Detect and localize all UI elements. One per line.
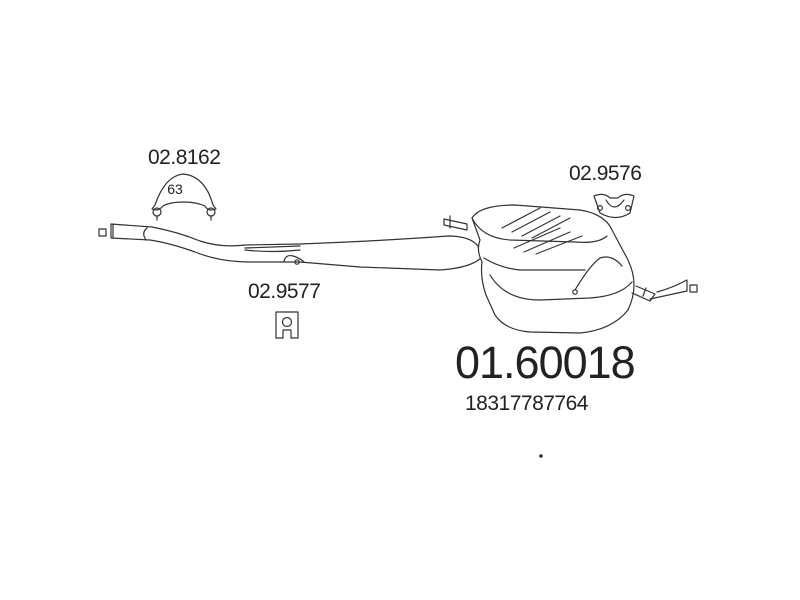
silencer-part-number: 01.60018: [455, 337, 636, 388]
rear-hanger-part-number: 02.9576: [569, 162, 642, 185]
clamp-size-label: 63: [167, 181, 183, 197]
pipe-hanger-bracket: [283, 254, 305, 265]
clamp-part-number: 02.8162: [148, 146, 221, 169]
clamp-drawing: 63: [151, 173, 217, 221]
rear-hanger-drawing: [593, 193, 635, 219]
front-pipe: [98, 223, 482, 271]
stray-dot: [539, 454, 543, 458]
front-hanger-part-number: 02.9577: [248, 280, 321, 303]
silencer-oem-number: 18317787764: [465, 392, 588, 415]
front-hanger-drawing: [275, 311, 299, 339]
rear-silencer: [443, 204, 698, 334]
